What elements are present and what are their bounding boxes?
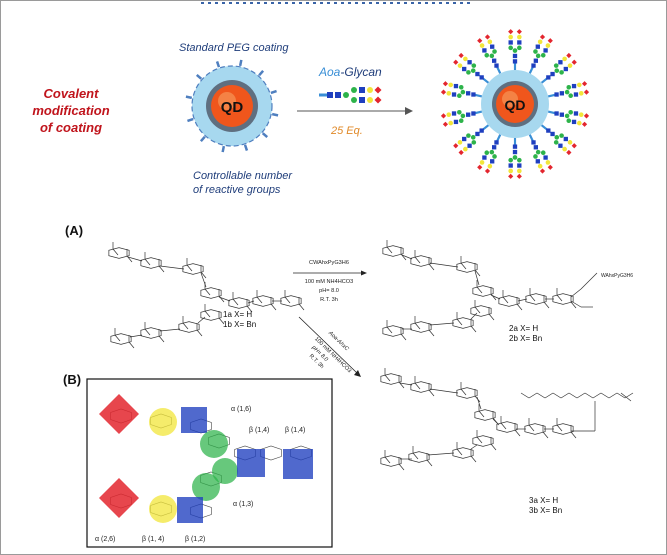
- compound-2b: 2b X= Bn: [509, 334, 542, 343]
- cond-upper-2: 100 mM NH4HCO3: [305, 279, 354, 285]
- linkage-a16: α (1,6): [231, 406, 251, 413]
- reaction-arrow-lower: [298, 316, 358, 374]
- reactive-dash: [261, 132, 269, 139]
- reagent-label: Aoa-Glycan: [318, 65, 382, 79]
- linkage-a13: α (1,3): [233, 501, 253, 508]
- scheme-a-label: (A): [65, 223, 83, 238]
- equivalents-label: 25 Eq.: [330, 125, 363, 137]
- linkage-b12: β (1,2): [185, 536, 205, 543]
- reactive-dash: [238, 59, 243, 67]
- small-quantum-dot: QD: [191, 65, 273, 147]
- product-qd-label: QD: [505, 97, 526, 113]
- cond-upper-4: R.T. 3h: [320, 297, 338, 303]
- linkage-b14-right: β (1,4): [285, 427, 305, 434]
- aoa-glycan-icon: [319, 86, 382, 104]
- reactive-dash: [221, 145, 226, 153]
- compound-1b: 1b X= Bn: [223, 320, 256, 329]
- reactive-dash: [199, 135, 206, 143]
- reactive-dash: [258, 69, 265, 77]
- scheme-b-label: (B): [63, 372, 81, 387]
- linkage-b14-mid: β (1,4): [249, 427, 269, 434]
- compound-3a: 3a X= H: [529, 496, 558, 505]
- cond-upper-1: CWAhxPyG3H6: [309, 260, 349, 266]
- reactive-dash: [185, 95, 193, 100]
- reactive-group-dashes: [185, 59, 279, 153]
- reactive-dash: [243, 144, 249, 151]
- linkage-b14-left: β (1, 4): [142, 536, 164, 543]
- reactive-dash: [215, 61, 221, 68]
- cond-upper-3: pH= 8.0: [319, 288, 339, 294]
- glycan-arms: [440, 29, 590, 179]
- peptide-tag: WAhxPyG3H6: [601, 273, 633, 279]
- compound-1a: 1a X= H: [223, 310, 252, 319]
- reactive-dash: [270, 89, 277, 95]
- controllable-line-1: Controllable number: [193, 170, 293, 182]
- heading-line-1: Covalent: [44, 86, 100, 101]
- heading-line-2: modification: [32, 103, 109, 118]
- small-qd-label: QD: [221, 99, 244, 116]
- reactive-dash: [271, 112, 279, 117]
- reactive-dash: [195, 73, 203, 80]
- chemical-structures: [108, 240, 634, 471]
- heading-line-3: of coating: [40, 120, 102, 135]
- product-quantum-dot: QD: [481, 70, 549, 138]
- reactive-dash: [187, 117, 194, 123]
- linkage-a26: α (2,6): [95, 536, 115, 543]
- lower-conditions: Aoa-AhxC 100 mM NH4HCO3 pH= 8.0 R.T. 3h: [308, 330, 352, 375]
- compound-2a: 2a X= H: [509, 324, 538, 333]
- standard-peg-label: Standard PEG coating: [179, 42, 289, 54]
- compound-3b: 3b X= Bn: [529, 506, 562, 515]
- symbol-glycan-overlay: [99, 394, 313, 523]
- controllable-line-2: of reactive groups: [193, 184, 281, 196]
